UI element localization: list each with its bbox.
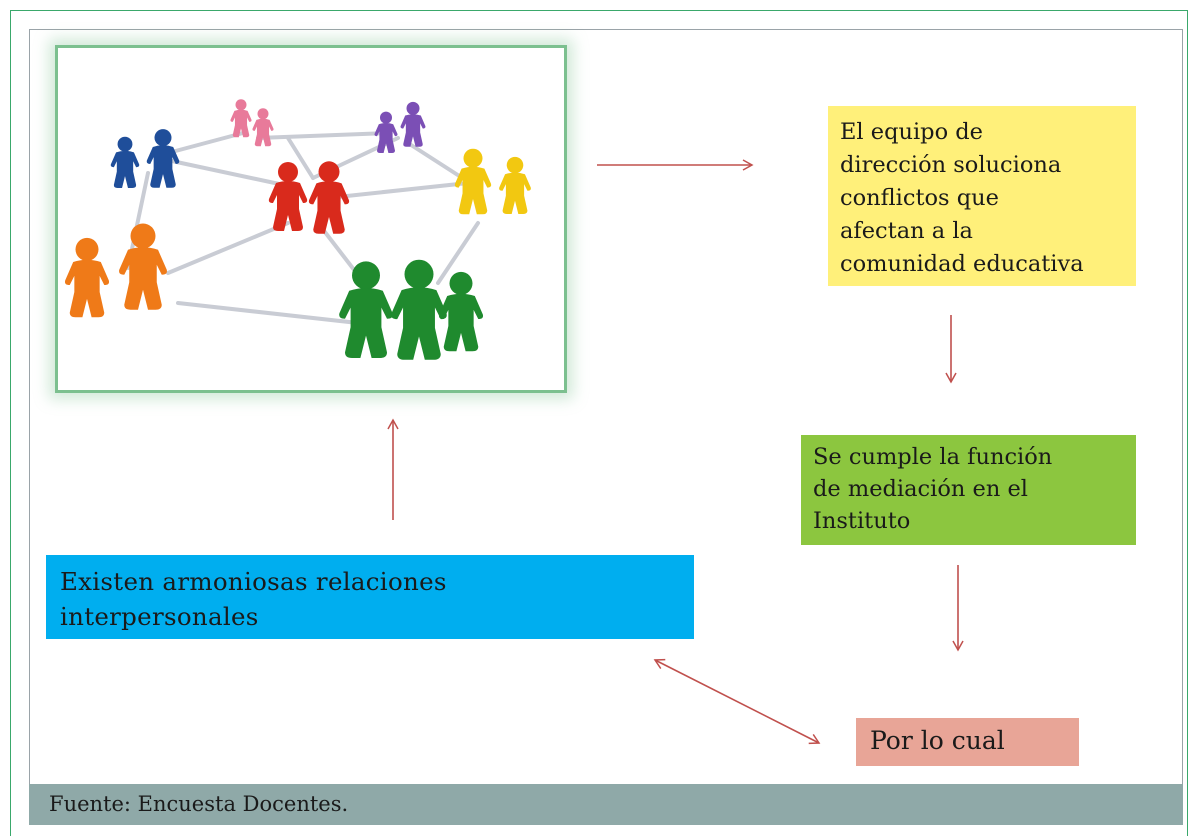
director-team-line: conflictos que bbox=[840, 185, 999, 211]
director-team-line: afectan a la bbox=[840, 218, 973, 244]
source-text: Fuente: Encuesta Docentes. bbox=[49, 792, 349, 816]
mediation-line: Se cumple la función bbox=[813, 444, 1053, 470]
relations-line: interpersonales bbox=[60, 602, 259, 631]
relations-box: Existen armoniosas relaciones interperso… bbox=[46, 555, 694, 639]
therefore-box: Por lo cual bbox=[856, 718, 1079, 766]
therefore-label: Por lo cual bbox=[870, 726, 1005, 755]
relations-line: Existen armoniosas relaciones bbox=[60, 567, 447, 596]
source-footer: Fuente: Encuesta Docentes. bbox=[29, 784, 1183, 825]
outer-frame bbox=[10, 10, 1188, 836]
mediation-line: Instituto bbox=[813, 508, 911, 534]
director-team-line: dirección soluciona bbox=[840, 152, 1062, 178]
people-network-icon bbox=[64, 99, 531, 360]
director-team-line: comunidad educativa bbox=[840, 251, 1084, 277]
people-network-illustration bbox=[55, 45, 567, 393]
arrow-therefore-relations-bidirectional bbox=[653, 658, 821, 745]
director-team-line: El equipo de bbox=[840, 119, 983, 145]
mediation-line: de mediación en el bbox=[813, 476, 1028, 502]
mediation-box: Se cumple la función de mediación en el … bbox=[801, 435, 1136, 545]
director-team-box: El equipo de dirección soluciona conflic… bbox=[828, 106, 1136, 286]
